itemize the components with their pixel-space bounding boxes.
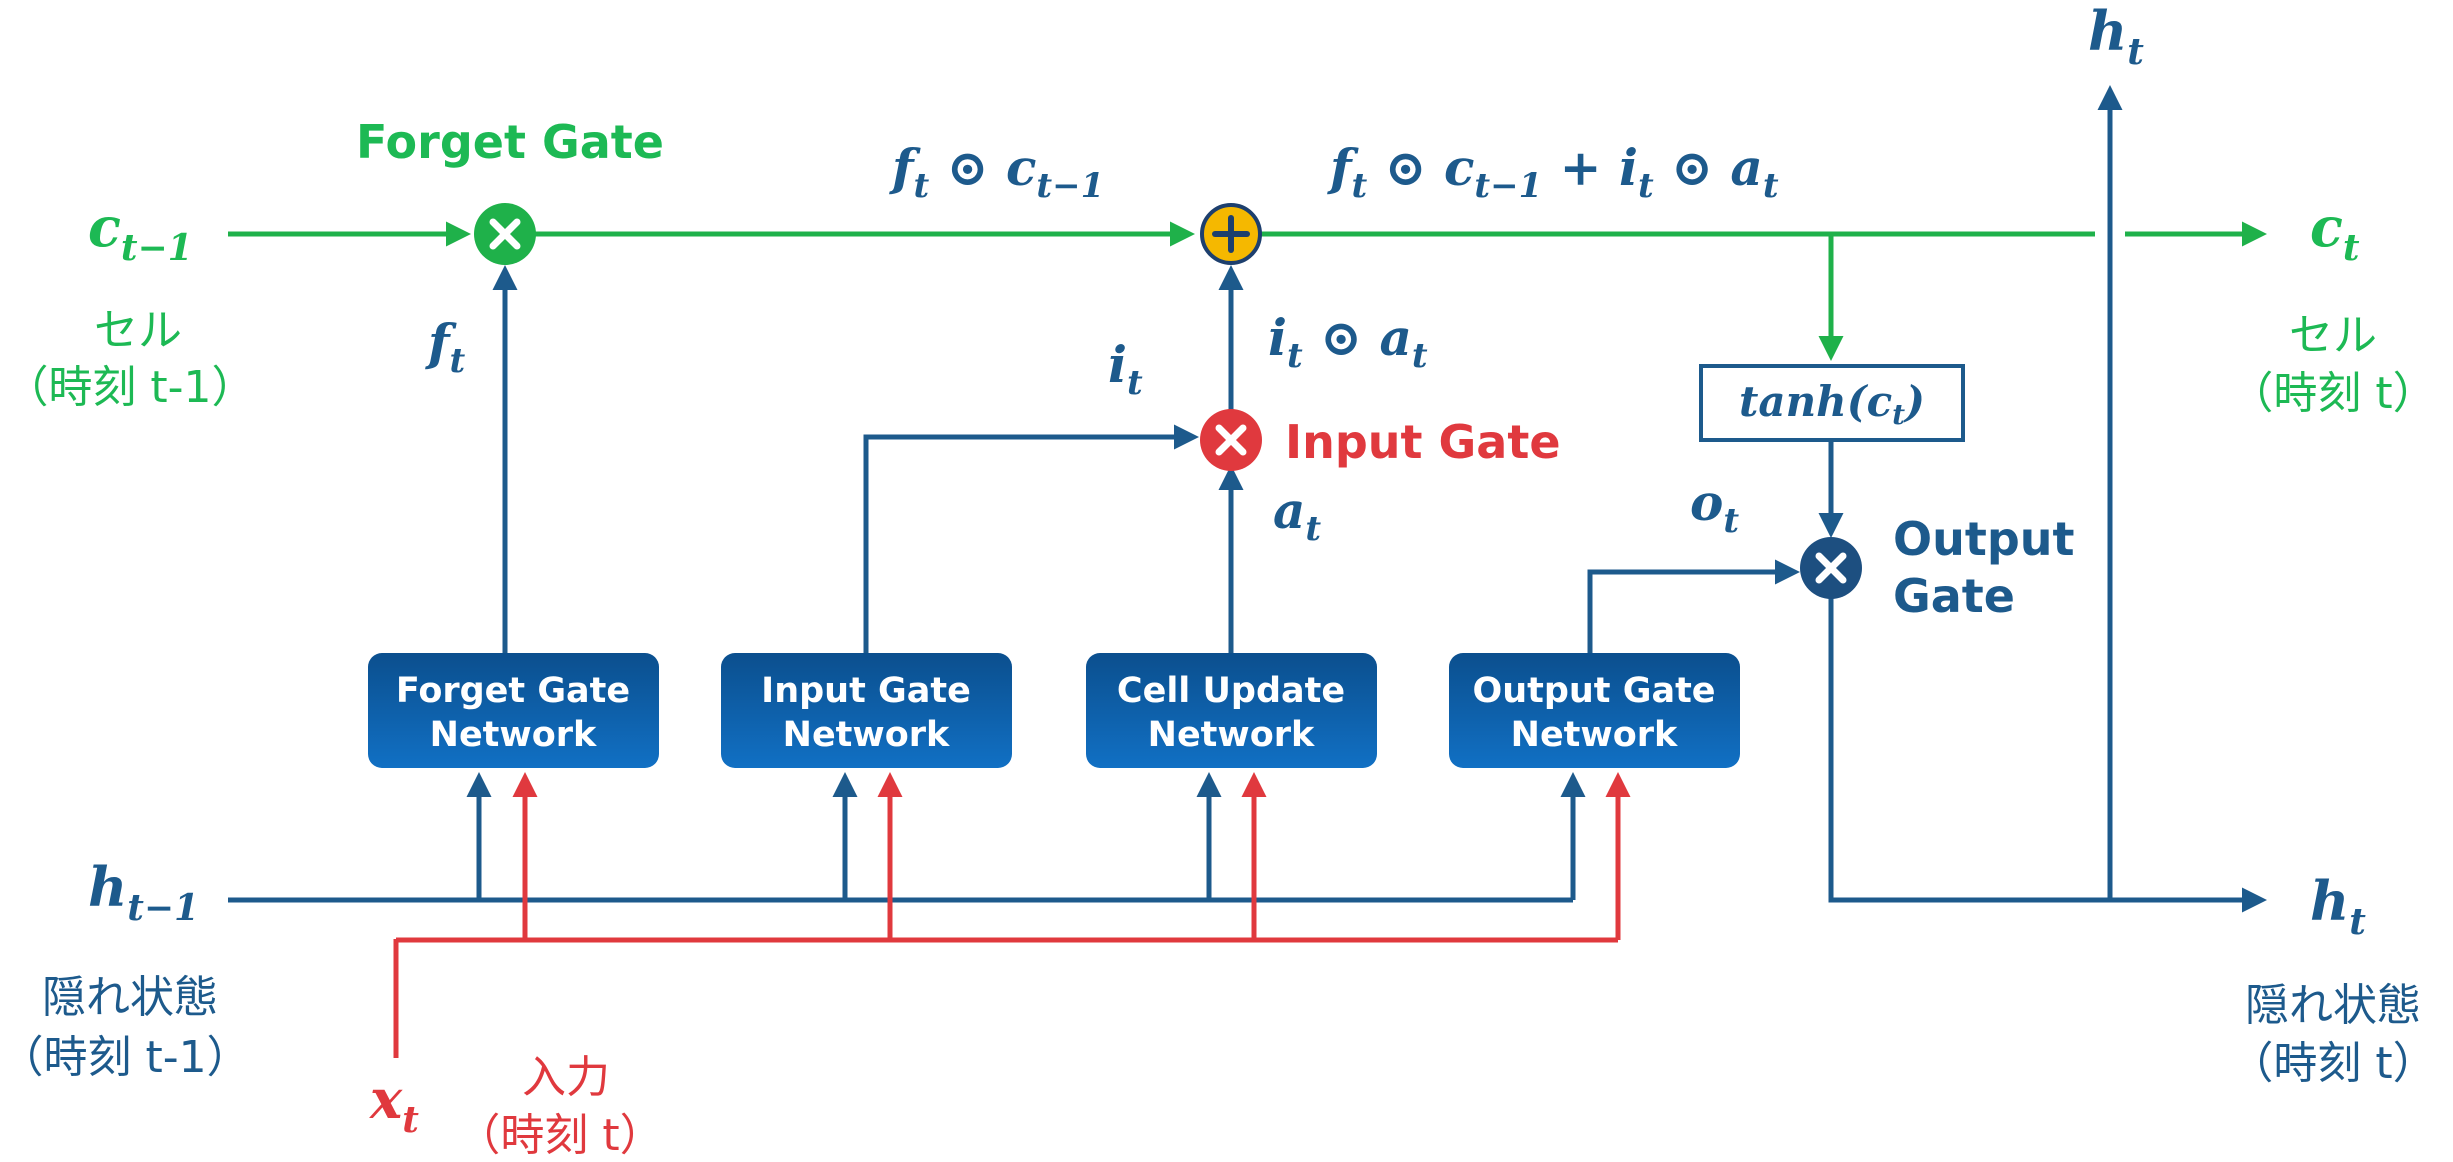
a-label: at — [1273, 481, 1321, 549]
multiply-node-icon — [1215, 424, 1247, 456]
multiply-node-icon — [489, 218, 521, 250]
add-node-icon — [1212, 215, 1250, 253]
cell-sum-label: ft ⊙ ct−1 + it ⊙ at — [1327, 138, 1779, 206]
network-box-bg — [1086, 653, 1377, 768]
hidden-prev-caption-2: （時刻 t-1） — [0, 1032, 251, 1083]
network-label-line2: Network — [1511, 715, 1678, 755]
input-caption-2: （時刻 t） — [456, 1110, 663, 1161]
cell-next-caption-2: （時刻 t） — [2229, 368, 2436, 419]
input-gate-node — [1200, 409, 1262, 471]
cell-next-caption-1: セル — [2289, 310, 2377, 361]
network-label-line2: Network — [430, 715, 597, 755]
hidden-top-symbol: ht — [2088, 0, 2144, 73]
i-odot-a-label: it ⊙ at — [1268, 308, 1428, 376]
network-label-line1: Input Gate — [761, 671, 971, 711]
network-label-line1: Forget Gate — [396, 671, 630, 711]
output-gate-node — [1800, 537, 1862, 599]
hidden-next-caption-1: 隠れ状態 — [2245, 980, 2421, 1031]
network-label-line2: Network — [783, 715, 950, 755]
network-box-cell-update: Cell Update Network — [1086, 653, 1377, 768]
network-label-line1: Output Gate — [1472, 671, 1715, 711]
output-net-to-gate — [1587, 559, 1800, 653]
network-label-line1: Cell Update — [1117, 671, 1345, 711]
output-to-hidden-arrow — [1828, 598, 2267, 913]
network-box-bg — [368, 653, 659, 768]
multiply-node-icon — [1815, 552, 1847, 584]
cell-prev-caption-2: （時刻 t-1） — [4, 362, 255, 413]
output-gate-title-line1: Output — [1893, 512, 2075, 566]
network-box-input: Input Gate Network — [721, 653, 1012, 768]
hidden-prev-symbol: ht−1 — [88, 855, 199, 929]
add-node — [1200, 203, 1262, 265]
forget-gate-title: Forget Gate — [356, 115, 664, 169]
forget-gate-node — [474, 203, 536, 265]
hidden-state-path — [228, 85, 2267, 913]
input-caption-1: 入力 — [522, 1052, 610, 1103]
tanh-box: tanh(ct) — [1699, 364, 1965, 442]
cell-next-symbol: ct — [2310, 195, 2360, 269]
f-label: ft — [425, 313, 466, 381]
tanh-label: tanh(ct) — [1739, 377, 1925, 431]
cell-prev-symbol: ct−1 — [88, 195, 193, 269]
output-gate-title-line2: Gate — [1893, 569, 2015, 623]
input-symbol: xt — [369, 1067, 419, 1141]
network-box-output: Output Gate Network — [1449, 653, 1740, 768]
i-label: it — [1108, 335, 1143, 403]
network-box-forget: Forget Gate Network — [368, 653, 659, 768]
network-label-line2: Network — [1148, 715, 1315, 755]
f-odot-c-label: ft ⊙ ct−1 — [889, 138, 1104, 206]
hidden-prev-caption-1: 隠れ状態 — [42, 972, 218, 1023]
network-box-bg — [1449, 653, 1740, 768]
o-label: ot — [1690, 473, 1739, 541]
hidden-next-symbol: ht — [2310, 869, 2366, 943]
input-gate-title: Input Gate — [1285, 415, 1561, 469]
tanh-box-border — [1699, 364, 1965, 442]
cell-state-path — [228, 221, 2267, 361]
network-box-bg — [721, 653, 1012, 768]
input-path — [393, 772, 1631, 1058]
input-net-to-gate — [863, 424, 1199, 653]
hidden-next-caption-2: （時刻 t） — [2229, 1038, 2436, 1089]
cell-prev-caption-1: セル — [94, 305, 182, 356]
